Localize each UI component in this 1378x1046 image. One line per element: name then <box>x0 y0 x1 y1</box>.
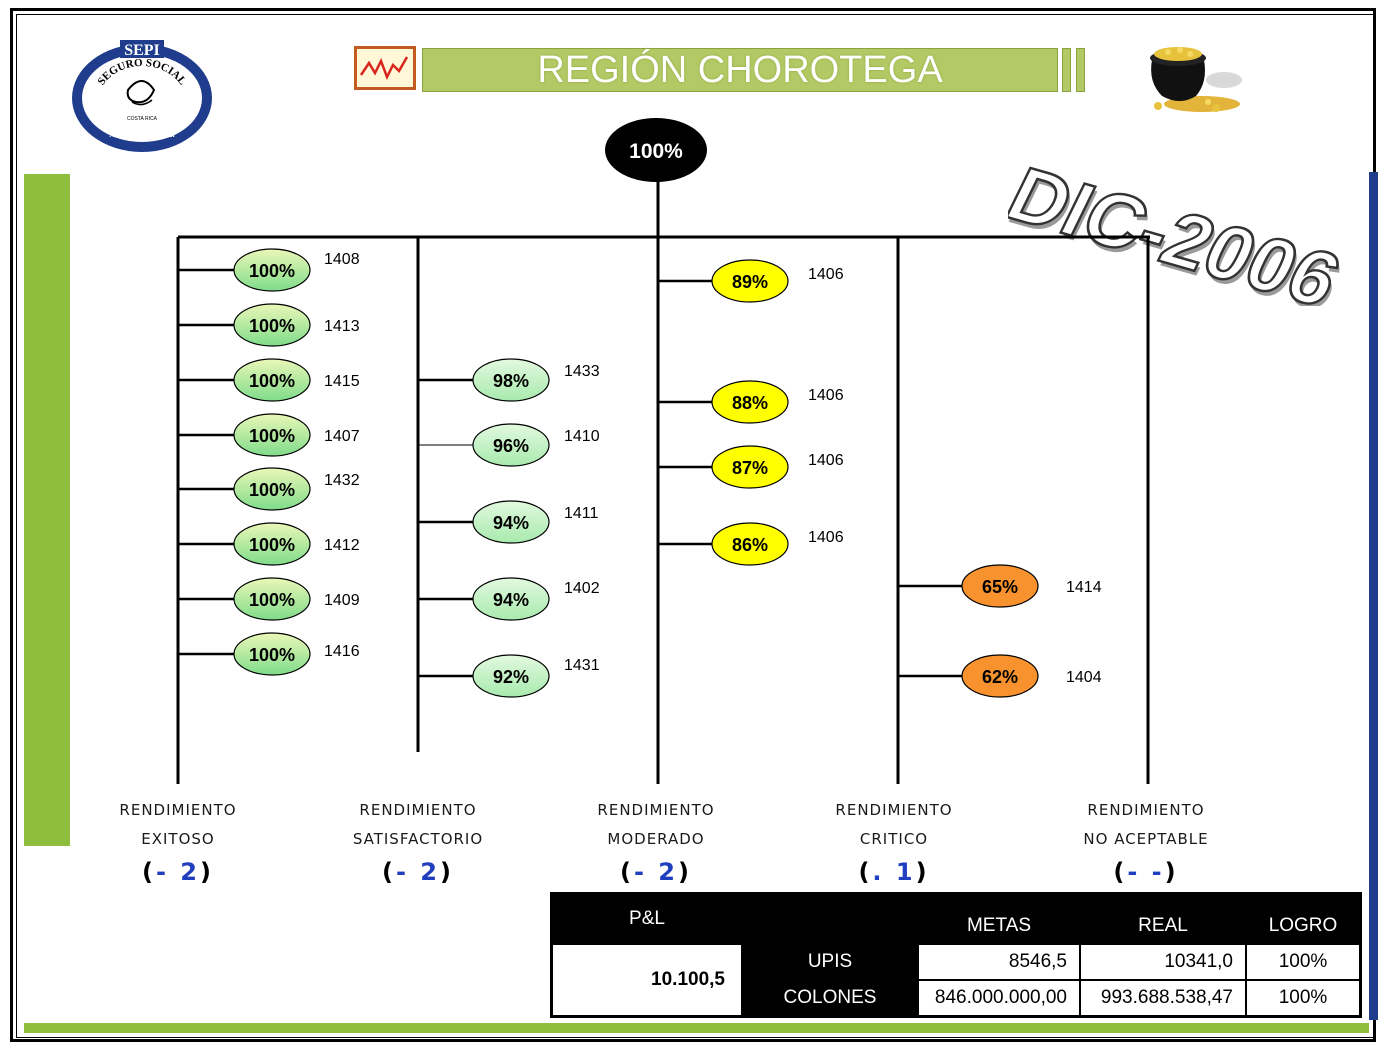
colones-metas: 846.000.000,00 <box>918 980 1080 1016</box>
count-paren-close: ) <box>200 858 214 886</box>
category-count: (- 2) <box>556 858 756 886</box>
category-label-line2: MODERADO <box>556 825 756 854</box>
performance-node-value: 92% <box>493 667 529 687</box>
performance-node-value: 100% <box>249 480 295 500</box>
performance-node-value: 100% <box>249 316 295 336</box>
unit-code: 1431 <box>564 657 600 674</box>
row-label-colones: COLONES <box>742 980 918 1016</box>
performance-node-value: 100% <box>249 535 295 555</box>
count-paren-close: ) <box>916 858 930 886</box>
category-count: (. 1) <box>794 858 994 886</box>
category-label-line2: CRITICO <box>794 825 994 854</box>
performance-node-value: 100% <box>249 371 295 391</box>
performance-node-value: 65% <box>982 577 1018 597</box>
unit-code: 1415 <box>324 373 360 390</box>
performance-node-value: 100% <box>249 645 295 665</box>
unit-code: 1406 <box>808 529 844 546</box>
count-value: - 2 <box>156 858 200 886</box>
count-paren-open: ( <box>620 858 634 886</box>
unit-code: 1411 <box>564 505 599 522</box>
unit-code: 1407 <box>324 428 360 445</box>
category-count: (- -) <box>1046 858 1246 886</box>
upis-metas: 8546,5 <box>918 944 1080 980</box>
unit-code: 1409 <box>324 592 360 609</box>
unit-code: 1406 <box>808 266 844 283</box>
performance-node-value: 98% <box>493 371 529 391</box>
pl-summary-table: P&L METAS REAL LOGRO 10.100,5 UPIS 8546,… <box>550 892 1362 1018</box>
category-label-line2: NO ACEPTABLE <box>1046 825 1246 854</box>
count-value: - 2 <box>396 858 440 886</box>
count-paren-open: ( <box>1113 858 1127 886</box>
category-label-line2: EXITOSO <box>78 825 278 854</box>
unit-code: 1414 <box>1066 579 1102 596</box>
category-count: (- 2) <box>78 858 278 886</box>
unit-code: 1413 <box>324 318 360 335</box>
count-paren-close: ) <box>1165 858 1179 886</box>
performance-node-value: 100% <box>249 426 295 446</box>
metas-header: METAS <box>918 894 1080 944</box>
category-label-line1: RENDIMIENTO <box>794 796 994 825</box>
unit-code: 1408 <box>324 251 360 268</box>
count-value: - 2 <box>634 858 678 886</box>
upis-logro: 100% <box>1246 944 1360 980</box>
unit-code: 1406 <box>808 387 844 404</box>
performance-node-value: 96% <box>493 436 529 456</box>
unit-code: 1412 <box>324 537 360 554</box>
performance-node-value: 94% <box>493 513 529 533</box>
category-count: (- 2) <box>318 858 518 886</box>
category-label-line1: RENDIMIENTO <box>1046 796 1246 825</box>
pl-header-blank <box>742 894 918 944</box>
unit-code: 1433 <box>564 363 600 380</box>
upis-real: 10341,0 <box>1080 944 1246 980</box>
category-label-line1: RENDIMIENTO <box>318 796 518 825</box>
performance-node-value: 86% <box>732 535 768 555</box>
count-paren-open: ( <box>142 858 156 886</box>
count-paren-open: ( <box>858 858 872 886</box>
performance-node-value: 88% <box>732 393 768 413</box>
colones-logro: 100% <box>1246 980 1360 1016</box>
pl-header: P&L <box>552 894 742 944</box>
pl-value: 10.100,5 <box>552 944 742 1016</box>
count-paren-close: ) <box>678 858 692 886</box>
count-value: . 1 <box>872 858 915 886</box>
unit-code: 1410 <box>564 428 600 445</box>
root-node-value: 100% <box>629 140 683 163</box>
logro-header: LOGRO <box>1246 894 1360 944</box>
colones-real: 993.688.538,47 <box>1080 980 1246 1016</box>
count-paren-close: ) <box>440 858 454 886</box>
performance-node-value: 89% <box>732 272 768 292</box>
performance-node-value: 62% <box>982 667 1018 687</box>
performance-node-value: 100% <box>249 261 295 281</box>
unit-code: 1416 <box>324 643 360 660</box>
unit-code: 1402 <box>564 580 600 597</box>
row-label-upis: UPIS <box>742 944 918 980</box>
category-label-line1: RENDIMIENTO <box>556 796 756 825</box>
unit-code: 1432 <box>324 472 360 489</box>
unit-code: 1404 <box>1066 669 1102 686</box>
performance-node-value: 94% <box>493 590 529 610</box>
real-header: REAL <box>1080 894 1246 944</box>
performance-node-value: 87% <box>732 458 768 478</box>
unit-code: 1406 <box>808 452 844 469</box>
category-label-line1: RENDIMIENTO <box>78 796 278 825</box>
category-label-line2: SATISFACTORIO <box>318 825 518 854</box>
count-value: - - <box>1127 858 1164 886</box>
performance-node-value: 100% <box>249 590 295 610</box>
count-paren-open: ( <box>382 858 396 886</box>
